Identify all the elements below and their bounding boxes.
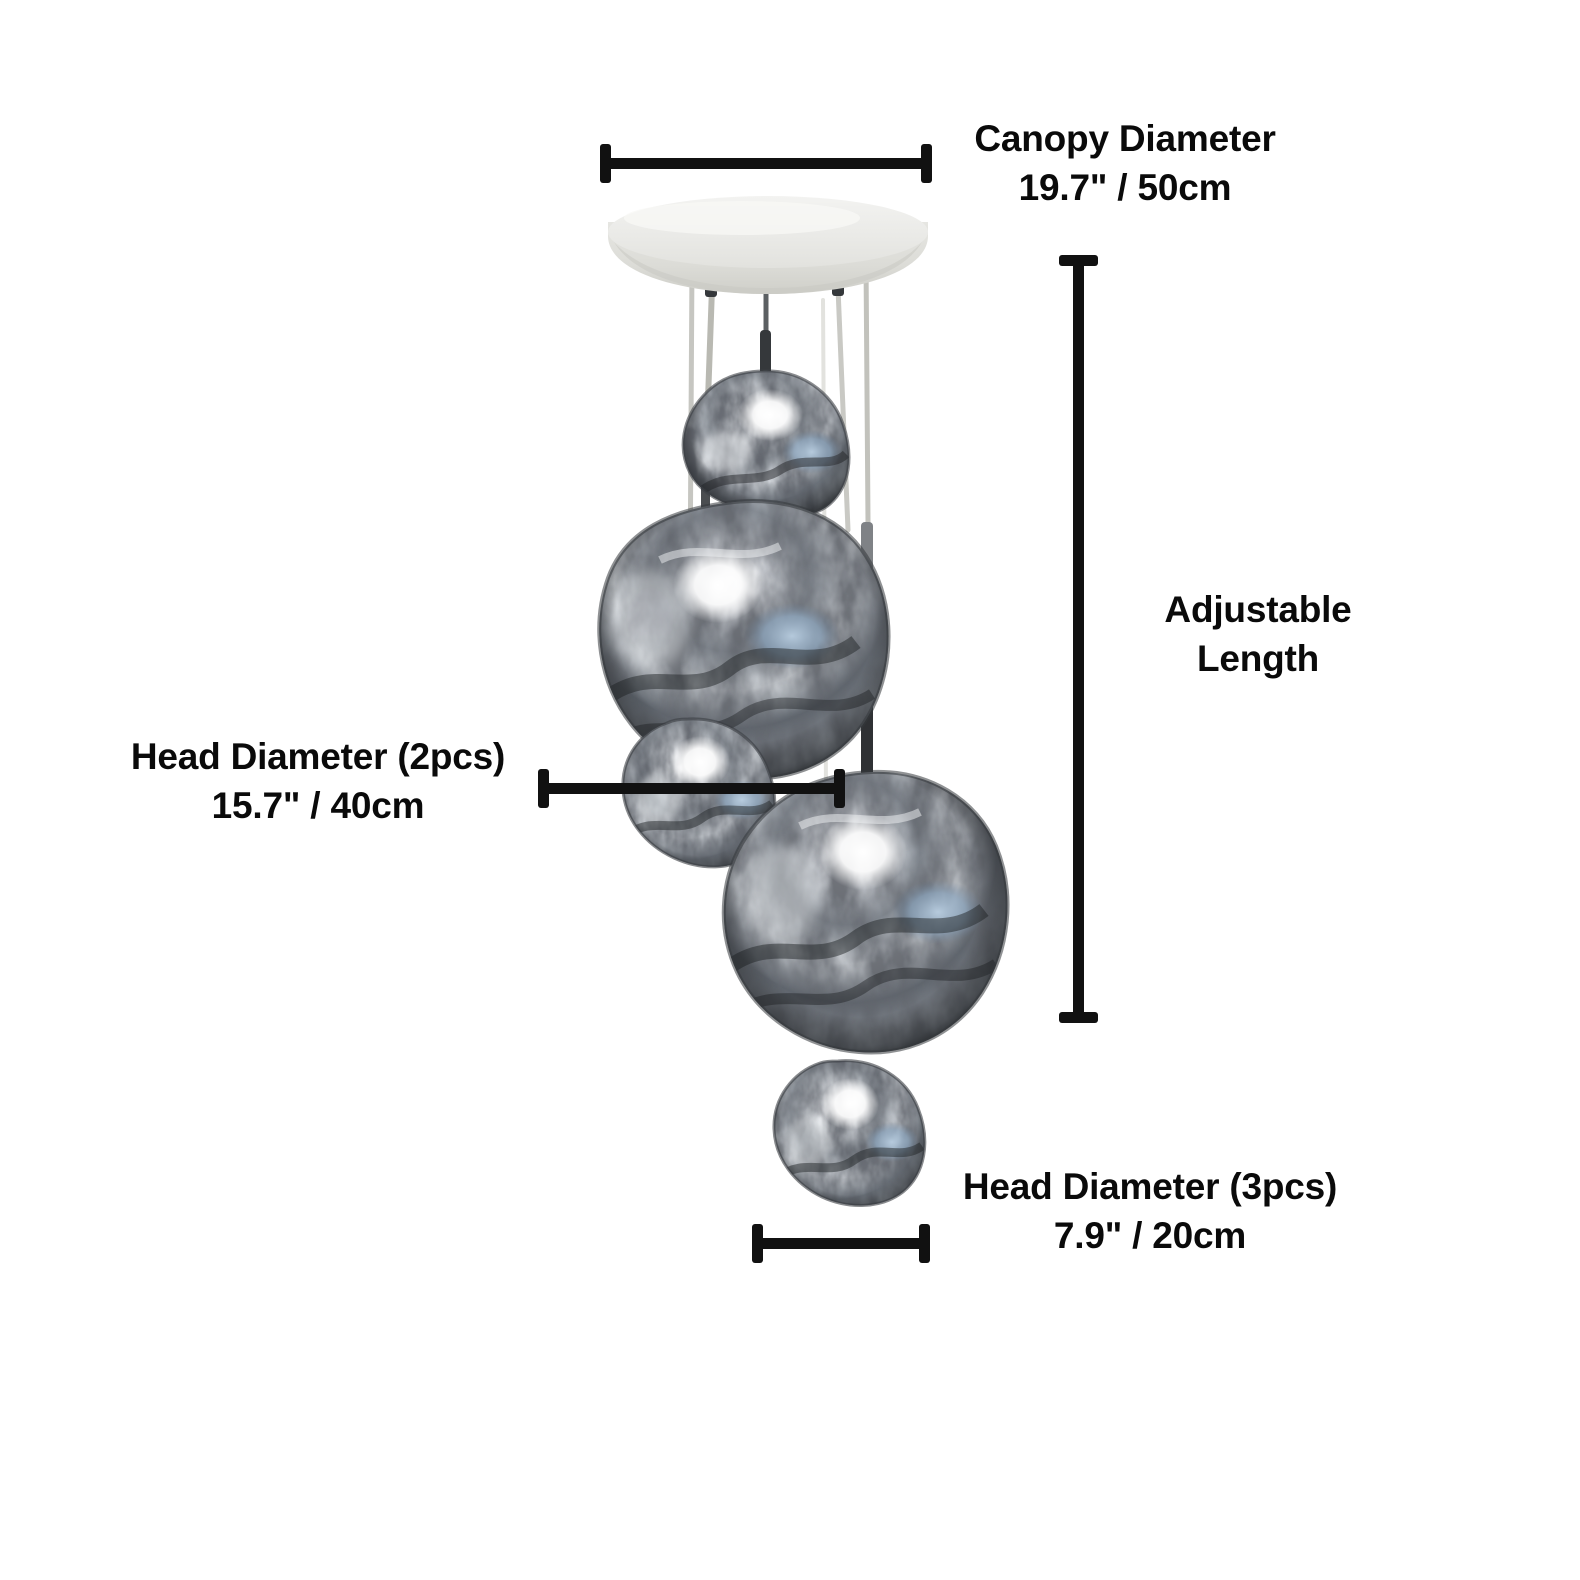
dimension-cap-left xyxy=(600,144,611,183)
adjustable-length-label: Adjustable Length xyxy=(1128,585,1388,683)
canopy-diameter-label-line1: Canopy Diameter xyxy=(974,118,1276,159)
head-diameter-3pcs-label: Head Diameter (3pcs) 7.9" / 20cm xyxy=(955,1162,1345,1260)
dimension-cap-left xyxy=(752,1224,763,1263)
head-diameter-3pcs-label-line1: Head Diameter (3pcs) xyxy=(962,1166,1338,1207)
head-diameter-2pcs-label-line2: 15.7" / 40cm xyxy=(211,785,425,827)
canopy-cable-nubs xyxy=(686,250,874,297)
head-large-upper xyxy=(597,499,891,781)
head-small-bottom xyxy=(772,1059,927,1207)
adjustable-length-label-line2: Length xyxy=(1196,638,1320,680)
head-small-top xyxy=(681,369,851,518)
dimension-cap-right xyxy=(834,769,845,808)
head-diameter-3pcs-label-line2: 7.9" / 20cm xyxy=(1053,1215,1247,1257)
canopy-diameter-label: Canopy Diameter 19.7" / 50cm xyxy=(965,114,1285,212)
dimension-cap-right xyxy=(919,1224,930,1263)
adjustable-length-label-line1: Adjustable xyxy=(1164,589,1352,630)
canopy-diameter-dimension-bar xyxy=(600,144,932,183)
head-large-lower xyxy=(721,769,1010,1055)
head-diameter-2pcs-label: Head Diameter (2pcs) 15.7" / 40cm xyxy=(128,732,508,830)
head-diameter-2pcs-label-line1: Head Diameter (2pcs) xyxy=(130,736,506,777)
adjustable-length-dimension-bar xyxy=(1059,255,1098,1023)
head-diameter-3pcs-dimension-bar xyxy=(752,1224,930,1263)
dimension-cap-bottom xyxy=(1059,1012,1098,1023)
dimension-cap-left xyxy=(538,769,549,808)
canopy xyxy=(608,196,928,294)
head-diameter-2pcs-dimension-bar xyxy=(538,769,845,808)
canopy-diameter-label-line2: 19.7" / 50cm xyxy=(1018,167,1232,209)
dimension-cap-top xyxy=(1059,255,1098,266)
dimension-cap-right xyxy=(921,144,932,183)
suspension-cables xyxy=(687,245,873,792)
head-small-middle xyxy=(621,717,777,869)
